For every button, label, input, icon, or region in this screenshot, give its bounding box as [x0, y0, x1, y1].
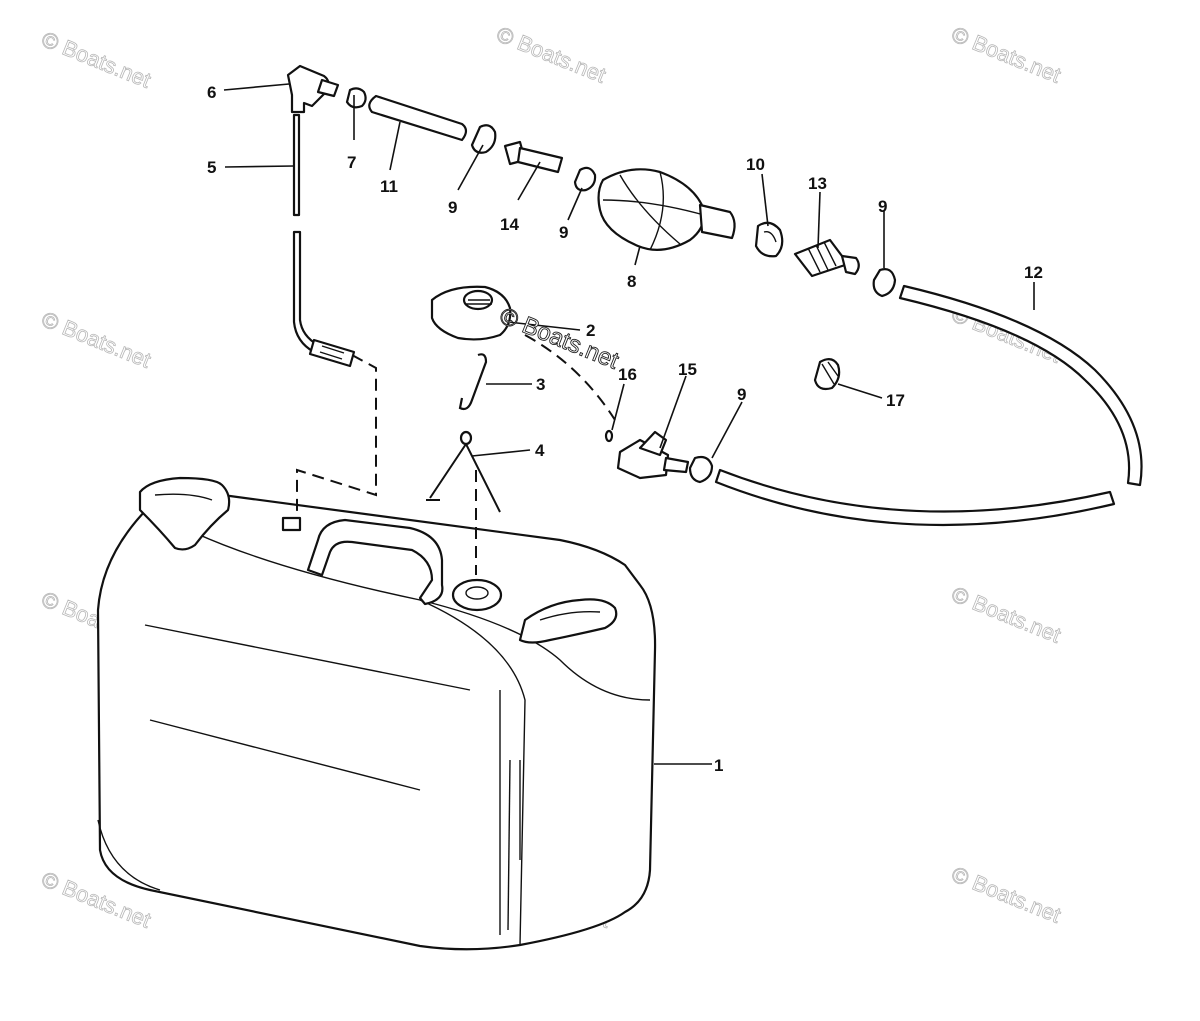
callout-5: 5 [207, 158, 216, 177]
callout-7: 7 [347, 153, 356, 172]
hose-11 [368, 94, 468, 142]
callout-16: 16 [618, 365, 637, 384]
callout-3: 3 [536, 375, 545, 394]
callout-10: 10 [746, 155, 765, 174]
callout-13: 13 [808, 174, 827, 193]
watermark: © Boats.net [493, 21, 609, 87]
spring-clamp [813, 358, 841, 391]
leader-lines [223, 83, 1035, 765]
retaining-clip [426, 430, 501, 513]
elbow-connector [286, 64, 340, 114]
callout-8: 8 [627, 272, 636, 291]
callout-labels: 6 5 7 11 9 14 9 8 10 13 9 12 2 3 4 16 15… [207, 83, 1043, 775]
callout-17: 17 [886, 391, 905, 410]
watermark: © Boats.net [948, 21, 1064, 87]
clamp-7 [345, 87, 367, 109]
primer-bulb [597, 168, 736, 251]
connector-14 [503, 140, 564, 174]
callout-1: 1 [714, 756, 723, 775]
watermark: © Boats.net [948, 861, 1064, 927]
callout-12: 12 [1024, 263, 1043, 282]
callout-15: 15 [678, 360, 697, 379]
watermark: © Boats.net [948, 581, 1064, 647]
watermark: © Boats.net [38, 306, 154, 372]
clamp-9a [470, 124, 497, 154]
callout-9: 9 [737, 385, 746, 404]
pickup-tube [292, 113, 356, 368]
callout-4: 4 [535, 441, 545, 460]
clamp-10 [754, 221, 784, 258]
hose-lower [714, 468, 1116, 527]
assembly-line [524, 334, 616, 421]
assembly-line [296, 354, 377, 518]
connector-15 [616, 430, 690, 480]
fuel-tank [96, 476, 657, 951]
callout-9: 9 [448, 198, 457, 217]
filler-cap [430, 285, 512, 341]
clamp-9d [688, 455, 714, 484]
clamp-9c [872, 268, 897, 298]
callout-9: 9 [559, 223, 568, 242]
callout-2: 2 [586, 321, 595, 340]
hose-12 [898, 284, 1143, 487]
chain-hook [458, 353, 488, 411]
callout-6: 6 [207, 83, 216, 102]
clamp-9b [573, 166, 597, 192]
callout-11: 11 [380, 177, 398, 196]
connector-13 [793, 238, 860, 278]
watermark: © Boats.net [38, 26, 154, 92]
o-ring [604, 429, 614, 443]
watermark-center: © Boats.net [496, 303, 623, 375]
callout-9: 9 [878, 197, 887, 216]
callout-14: 14 [500, 215, 519, 234]
